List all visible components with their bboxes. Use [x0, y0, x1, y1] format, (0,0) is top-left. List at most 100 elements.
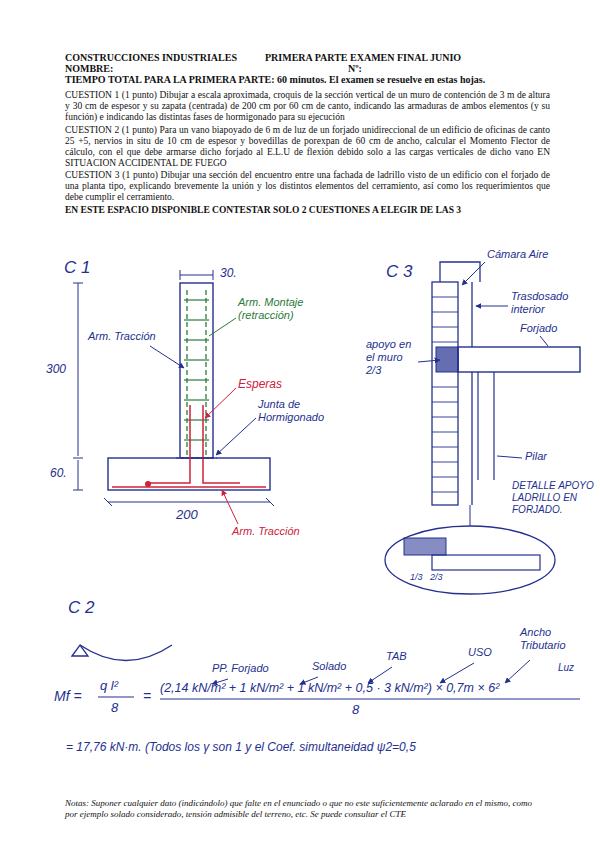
deflected-beam — [80, 645, 172, 661]
load-label: Luz — [558, 662, 574, 674]
part-label: apoyo en el muro 2/3 — [366, 338, 420, 377]
shrinkage-bar — [184, 439, 209, 440]
dimension-label: 300 — [46, 362, 66, 376]
cornice — [440, 262, 480, 282]
formula-part: 8 — [352, 702, 359, 717]
leader-line — [462, 262, 485, 285]
brick-leaf — [432, 282, 458, 505]
brick-joint — [432, 492, 458, 493]
leader-line — [150, 346, 184, 368]
formula-part: (2,14 kN/m² + 1 kN/m² + 1 kN/m² + 0,5 · … — [160, 681, 499, 696]
detail-leader — [470, 505, 471, 526]
fraction-bar — [160, 698, 580, 699]
fraction-bar — [98, 696, 134, 697]
dimension-tick — [73, 490, 83, 491]
answer-number: C 2 — [68, 598, 94, 618]
load-label: TAB — [386, 650, 407, 663]
brick-joint — [432, 327, 458, 328]
shrinkage-bar — [184, 339, 209, 340]
shrinkage-bars — [184, 300, 209, 440]
brick-joint — [432, 312, 458, 313]
rebar-label: Arm. Tracción — [232, 525, 300, 538]
question-text: CUESTION 2 (1 punto) Para un vano biapoy… — [65, 125, 550, 169]
dimension-line — [108, 502, 270, 503]
brick-joint — [432, 402, 458, 403]
inner-lining — [471, 282, 472, 347]
load-label: Solado — [312, 660, 346, 673]
detail-label: DETALLE APOYO LADRILLO EN FORJADO. — [512, 480, 594, 515]
answer-number: C 1 — [64, 258, 90, 278]
header-field: NOMBRE: — [65, 63, 113, 75]
load-label: USO — [468, 646, 492, 659]
header-text: PRIMERA PARTE EXAMEN FINAL JUNIO — [265, 52, 461, 64]
proportion-label: 1/3 — [410, 572, 423, 583]
question-text: CUESTION 3 (1 punto) Dibujar una sección… — [65, 170, 550, 203]
leader-line — [205, 388, 236, 418]
pillar-edge — [493, 372, 494, 480]
inner-lining — [471, 372, 472, 505]
dimension-label: 60. — [50, 466, 67, 480]
wall-outline — [180, 283, 213, 458]
leader-line — [209, 318, 236, 336]
dimension-line — [78, 460, 79, 490]
question-text: CUESTION 1 (1 punto) Dibujar a escala ap… — [65, 90, 550, 123]
header-field: Nº: — [348, 63, 362, 75]
load-label: PP. Forjado — [212, 662, 269, 675]
detail-circle — [385, 526, 555, 594]
part-label: Pilar — [525, 450, 547, 463]
document-title: CONSTRUCCIONES INDUSTRIALES — [65, 52, 237, 64]
shrinkage-bar — [184, 359, 209, 360]
part-label: Forjado — [520, 322, 557, 335]
brick-joint — [432, 462, 458, 463]
formula-part: 8 — [111, 700, 118, 715]
leader-line — [540, 336, 548, 346]
instruction-text: EN ESTE ESPACIO DISPONIBLE CONTESTAR SOL… — [65, 205, 550, 216]
dimension-tick — [213, 270, 214, 280]
leader-line — [476, 306, 508, 307]
brick-joint — [432, 432, 458, 433]
footing-outline — [108, 458, 270, 490]
brick-on-slab — [436, 347, 458, 372]
shrinkage-bar — [184, 299, 209, 300]
brick-joint — [432, 387, 458, 388]
detail-slab — [432, 555, 540, 570]
starter-bar — [150, 405, 190, 483]
formula-part: q l² — [100, 678, 118, 693]
result-text: = 17,76 kN·m. (Todos los γ son 1 y el Co… — [66, 740, 594, 754]
brick-joint — [432, 447, 458, 448]
leader-line — [418, 360, 440, 362]
leader-line — [222, 490, 238, 524]
rebar-dot — [145, 481, 151, 487]
dimension-tick — [104, 498, 112, 506]
slab — [458, 347, 580, 372]
dimension-label: 200 — [176, 507, 198, 522]
dimension-line — [180, 275, 213, 276]
question-block: CUESTION 1 (1 punto) Dibujar a escala ap… — [65, 90, 550, 218]
brick-joint — [432, 477, 458, 478]
shrinkage-bar — [184, 419, 209, 420]
shrinkage-bar — [184, 379, 209, 380]
shrinkage-bar — [184, 319, 209, 320]
brick-joint — [432, 297, 458, 298]
rebar-label: Esperas — [238, 377, 282, 391]
dimension-tick — [73, 458, 83, 459]
proportion-label: 2/3 — [430, 572, 443, 583]
footnote-text: Notas: Suponer cualquier dato (indicándo… — [65, 798, 545, 819]
detail-brick — [404, 538, 446, 555]
dimension-tick — [73, 283, 83, 284]
pillar-edge — [477, 372, 478, 480]
rebar-label: Arm. Tracción — [88, 330, 156, 343]
part-label: Cámara Aire — [487, 248, 548, 261]
brick-joint — [432, 342, 458, 343]
construction-joint — [176, 458, 217, 459]
shrinkage-bar — [184, 399, 209, 400]
header-text: TIEMPO TOTAL PARA LA PRIMERA PARTE: 60 m… — [65, 74, 585, 86]
dimension-tick — [266, 498, 274, 506]
support-symbol — [72, 645, 88, 656]
leader-line — [216, 418, 256, 455]
wall-rebar — [186, 290, 187, 455]
part-label: Trasdosado interior — [511, 290, 589, 316]
dimension-label: 30. — [220, 266, 237, 280]
starter-bar — [203, 405, 240, 483]
